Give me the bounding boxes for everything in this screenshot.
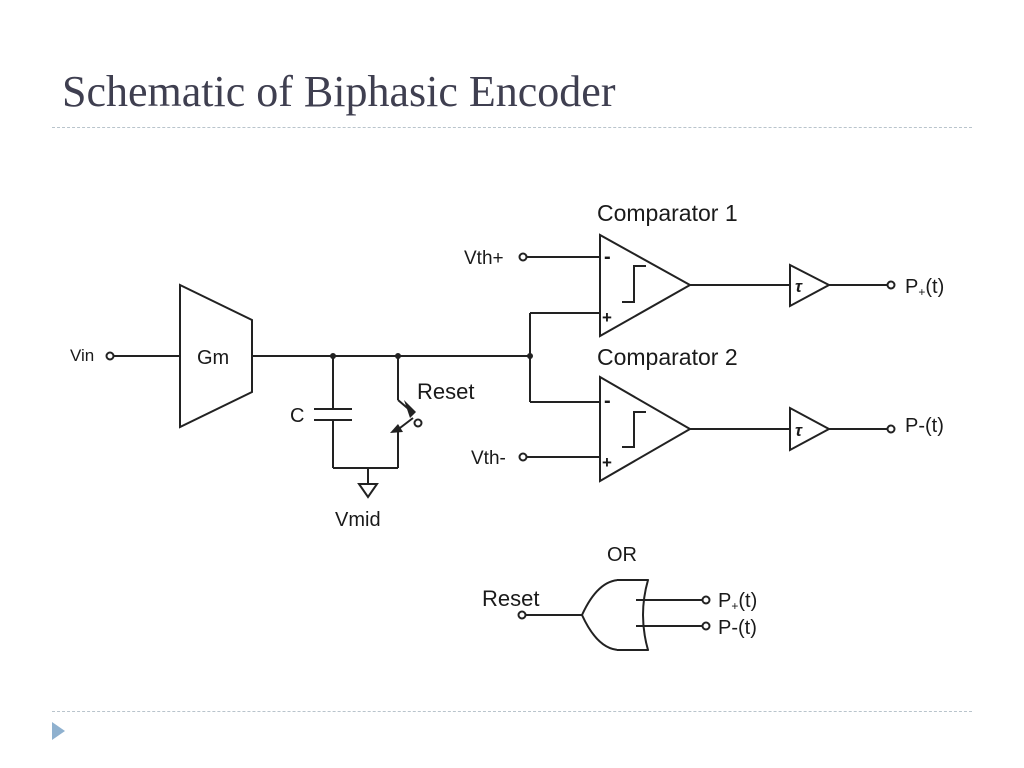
minus-sign: - <box>604 390 611 412</box>
hysteresis-icon <box>622 265 646 303</box>
plus-sign: + <box>602 308 612 327</box>
hysteresis-icon <box>622 411 646 448</box>
vin-label: Vin <box>70 346 94 365</box>
delay-buffer-1: τ P+(t) <box>789 263 944 308</box>
footer-divider <box>52 711 972 712</box>
comparator-1: Comparator 1 Vth+ - + <box>464 200 790 338</box>
or-input-p-minus-label: P-(t) <box>718 617 757 639</box>
comparator-2-label: Comparator 2 <box>597 344 738 370</box>
comparator-2: Comparator 2 - + Vth- <box>471 344 790 483</box>
vth-minus-label: Vth- <box>471 448 506 469</box>
or-input-p-plus-label: P+(t) <box>718 590 757 613</box>
minus-sign: - <box>604 246 611 268</box>
or-gate: OR Reset P+(t) P-(t) <box>482 544 757 652</box>
or-reset-label: Reset <box>482 586 539 611</box>
output-p-minus-label: P-(t) <box>905 415 944 437</box>
slide-title: Schematic of Biphasic Encoder <box>62 67 616 116</box>
output-p-plus-label: P+(t) <box>905 276 944 299</box>
or-gate-label: OR <box>607 544 637 566</box>
vin-terminal: Vin <box>70 346 180 365</box>
reset-label: Reset <box>417 379 474 404</box>
capacitor-label: C <box>290 405 304 427</box>
gm-block: Gm <box>179 283 253 429</box>
plus-sign: + <box>602 453 612 472</box>
vmid-label: Vmid <box>335 509 381 531</box>
gm-label: Gm <box>197 347 229 369</box>
reset-switch: Reset <box>390 356 474 468</box>
next-slide-arrow-icon[interactable] <box>52 722 65 740</box>
delay-symbol: τ <box>795 421 803 440</box>
comparator-1-label: Comparator 1 <box>597 200 738 226</box>
capacitor: C <box>290 356 352 468</box>
vth-plus-label: Vth+ <box>464 248 504 269</box>
delay-buffer-2: τ P-(t) <box>789 406 944 452</box>
title-divider <box>52 127 972 128</box>
delay-symbol: τ <box>795 277 803 296</box>
vmid-ground: Vmid <box>333 467 398 531</box>
